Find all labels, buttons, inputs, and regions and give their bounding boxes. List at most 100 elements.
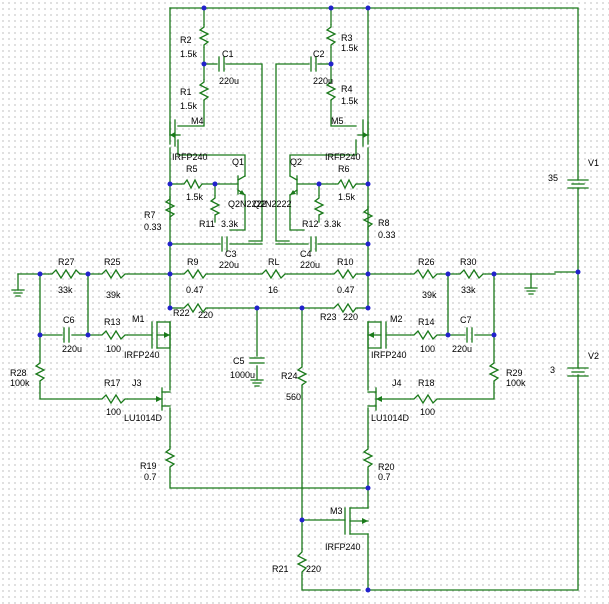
label-c1-ref: C1 [222, 49, 234, 59]
jfet-j3 [156, 387, 171, 411]
label-r12-ref: R12 [302, 219, 319, 229]
resistor-r10 [330, 268, 358, 280]
label-r18-val: 100 [420, 407, 435, 417]
label-c5-val: 1000u [230, 370, 255, 380]
bjt-q1 [237, 175, 246, 196]
resistor-r5 [181, 178, 203, 190]
label-r12-val: 3.3k [324, 219, 342, 229]
label-r9-val: 0.47 [186, 285, 204, 295]
ground-right [524, 273, 538, 295]
resistor-r28 [34, 360, 46, 384]
capacitor-c1 [218, 56, 225, 72]
transistors [151, 119, 387, 535]
resistor-r9 [180, 268, 208, 280]
label-r30-ref: R30 [460, 257, 477, 267]
label-v2-ref: V2 [588, 351, 599, 361]
label-r9-ref: R9 [187, 257, 199, 267]
label-r4-val: 1.5k [341, 96, 359, 106]
label-c3-val: 220u [219, 260, 239, 270]
label-r20-val: 0.7 [378, 472, 391, 482]
bjt-q2 [289, 175, 298, 196]
label-c1-val: 220u [219, 76, 239, 86]
resistor-r11 [209, 195, 221, 216]
label-m4-ref: M4 [191, 116, 204, 126]
resistor-r18 [410, 393, 440, 405]
resistor-r30 [456, 268, 486, 280]
resistor-r22 [180, 302, 208, 314]
resistor-r4 [325, 79, 337, 101]
resistors [34, 24, 500, 576]
label-c5-ref: C5 [233, 356, 245, 366]
label-m5-ref: M5 [331, 116, 344, 126]
label-r27-ref: R27 [58, 257, 75, 267]
label-r19-ref: R19 [140, 461, 157, 471]
label-r4-ref: R4 [341, 84, 353, 94]
ground-left [11, 273, 25, 297]
grounds [11, 273, 538, 387]
battery-v2 [567, 367, 589, 377]
label-r24-val: 560 [286, 392, 301, 402]
label-c6-ref: C6 [63, 315, 75, 325]
resistor-r2 [198, 24, 210, 48]
label-r25-val: 39k [106, 290, 121, 300]
label-m3-part: IRFP240 [325, 542, 361, 552]
label-r25-ref: R25 [104, 257, 121, 267]
resistor-r27 [48, 268, 81, 280]
resistor-r26 [410, 268, 440, 280]
label-r26-val: 39k [422, 290, 437, 300]
label-m1-part: IRFP240 [124, 350, 160, 360]
label-m3-ref: M3 [330, 506, 343, 516]
label-j3-ref: J3 [132, 378, 142, 388]
resistor-r1 [198, 79, 210, 101]
label-r29-val: 100k [506, 378, 526, 388]
label-r7-ref: R7 [144, 210, 156, 220]
label-r8-ref: R8 [378, 218, 390, 228]
resistor-r7 [164, 196, 176, 220]
label-r11-val: 3.3k [221, 219, 239, 229]
label-r11-ref: R11 [199, 219, 215, 229]
label-r23-val: 220 [343, 312, 358, 322]
label-c2-val: 220u [313, 76, 333, 86]
label-r14-val: 100 [420, 344, 435, 354]
mosfet-m3 [344, 507, 369, 535]
label-r10-ref: R10 [337, 257, 354, 267]
label-c6-val: 220u [62, 344, 82, 354]
label-c7-val: 220u [452, 344, 472, 354]
label-j4-part: LU1014D [371, 413, 410, 423]
resistor-r17 [98, 393, 128, 405]
resistor-r23 [330, 302, 358, 314]
label-r28-ref: R28 [10, 368, 27, 378]
sources [567, 179, 589, 377]
capacitor-c2 [310, 56, 317, 72]
label-r17-val: 100 [106, 407, 121, 417]
label-r6-ref: R6 [338, 164, 350, 174]
label-c2-ref: C2 [313, 49, 325, 59]
label-r21-val: 220 [306, 564, 321, 574]
resistor-r13 [98, 329, 128, 341]
label-r26-ref: R26 [418, 257, 435, 267]
resistor-r20 [362, 446, 374, 470]
resistor-r6 [335, 178, 357, 190]
capacitors [63, 56, 473, 364]
label-r5-ref: R5 [186, 164, 198, 174]
battery-v1 [567, 179, 589, 189]
label-q1-ref: Q1 [232, 157, 244, 167]
resistor-r25 [98, 268, 128, 280]
label-r6-val: 1.5k [338, 192, 356, 202]
resistor-r8 [362, 206, 374, 230]
label-c4-val: 220u [300, 260, 320, 270]
label-r19-val: 0.7 [144, 472, 157, 482]
label-r3-val: 1.5k [341, 43, 359, 53]
label-r20-ref: R20 [378, 462, 395, 472]
label-r1-ref: R1 [180, 87, 192, 97]
label-r17-ref: R17 [104, 378, 121, 388]
label-r7-val: 0.33 [144, 222, 162, 232]
capacitor-c5 [249, 357, 265, 364]
label-r22-val: 220 [198, 310, 213, 320]
label-r24-ref: R24 [281, 371, 298, 381]
label-r8-val: 0.33 [378, 230, 396, 240]
label-r2-val: 1.5k [180, 49, 198, 59]
mosfet-m1 [151, 321, 171, 349]
label-c7-ref: C7 [460, 315, 472, 325]
label-r21-ref: R21 [272, 564, 289, 574]
